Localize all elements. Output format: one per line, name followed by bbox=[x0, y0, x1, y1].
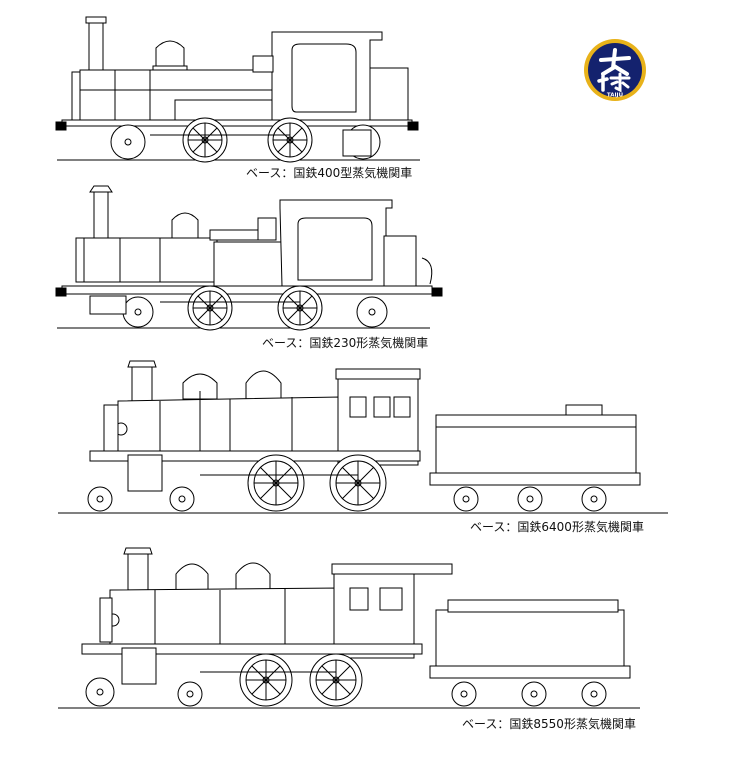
loco-400-wheels bbox=[110, 117, 381, 163]
loco-6400-caption: ベース：国鉄6400形蒸気機関車 bbox=[470, 519, 644, 534]
loco-230-diagram: ベース：国鉄230形蒸気機関車 bbox=[55, 185, 443, 350]
loco-400-diagram: ベース：国鉄400型蒸気機関車 bbox=[55, 16, 420, 180]
loco-230-caption: ベース：国鉄230形蒸気機関車 bbox=[262, 335, 428, 350]
taiju-logo-icon: TAIJU bbox=[584, 39, 646, 101]
loco-8550-diagram: ベース：国鉄8550形蒸気機関車 bbox=[58, 547, 640, 731]
loco-400-caption: ベース：国鉄400型蒸気機関車 bbox=[246, 165, 412, 180]
loco-8550-caption: ベース：国鉄8550形蒸気機関車 bbox=[462, 716, 636, 731]
loco-6400-wheels bbox=[87, 454, 607, 512]
loco-230-wheels bbox=[89, 285, 388, 331]
loco-230-body bbox=[55, 185, 443, 331]
loco-6400-diagram: ベース：国鉄6400形蒸気機関車 bbox=[58, 360, 668, 534]
loco-400-body bbox=[55, 16, 420, 163]
loco-6400-body bbox=[58, 360, 668, 514]
loco-8550-wheels bbox=[85, 653, 607, 707]
loco-8550-body bbox=[58, 547, 640, 709]
logo-text: TAIJU bbox=[607, 93, 623, 99]
